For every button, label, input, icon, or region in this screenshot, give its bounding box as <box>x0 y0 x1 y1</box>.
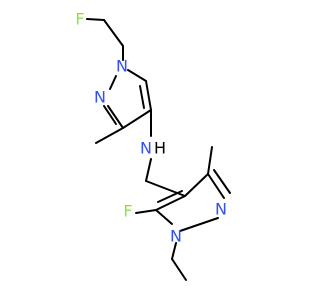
bond-n1b-ch2 <box>171 242 177 260</box>
bond-ch2-ch3 <box>171 258 187 281</box>
atom-n2-bottom: N <box>215 200 227 219</box>
bond-c3b-methyl <box>207 146 213 175</box>
fluoroethyl-chain <box>86 18 124 61</box>
bond-n2b-n1b <box>179 217 219 232</box>
bond-c5-c4-double <box>139 85 145 109</box>
atom-f-top: F <box>75 10 84 29</box>
top-pyrazole-ring <box>95 69 152 144</box>
bond-n1b-c5b <box>155 209 173 225</box>
bond-ch2-ch2 <box>103 19 124 47</box>
bond-ch2-c4b <box>145 180 186 197</box>
bond-c5b-c4b <box>155 195 186 211</box>
bond-c3-n2-double <box>103 105 117 125</box>
atom-f-bottom: F <box>123 202 132 221</box>
molecule-structure: F N N N H N N F <box>75 10 231 281</box>
bond-c5b-c4b-double <box>157 190 183 203</box>
bond-c5b-f <box>135 209 157 214</box>
atom-n1-bottom: N <box>170 227 182 246</box>
bottom-pyrazole-ring <box>135 146 231 281</box>
bond-n2-n1 <box>109 75 117 90</box>
bond-c3b-n2b-double <box>213 169 231 194</box>
atom-labels: F N N N H N N F <box>75 10 227 246</box>
atom-n2-top: N <box>94 88 106 107</box>
bond-nh-ch2 <box>145 158 152 182</box>
atom-n1-top: N <box>116 57 128 76</box>
bond-f-ch2 <box>86 18 105 21</box>
bond-c3b-n2b <box>207 173 225 199</box>
atom-nh-n: N <box>140 139 152 158</box>
bond-n1-c5 <box>127 69 147 82</box>
bond-c3-methyl <box>95 127 124 144</box>
bond-c4-c3 <box>122 109 152 129</box>
bond-c4b-c3b <box>184 173 209 197</box>
atom-nh-h: H <box>154 139 166 158</box>
bond-c5-c4 <box>145 80 152 111</box>
bond-c3-n2 <box>107 105 124 129</box>
